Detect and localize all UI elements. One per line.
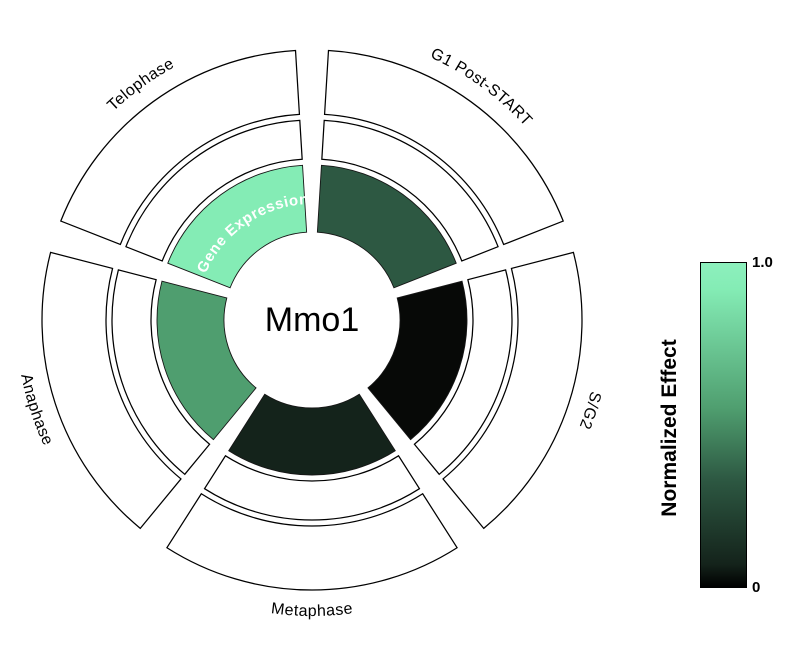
ring-segment: [228, 393, 396, 476]
ring-segment: [413, 269, 513, 476]
ring-segment: [321, 119, 499, 262]
sector-label: S/G2: [576, 390, 604, 432]
ring-segment: [316, 164, 457, 289]
ring-segment: [203, 454, 421, 521]
colorbar: Normalized Effect 1.0 0: [640, 250, 800, 610]
ring-segment: [367, 280, 468, 441]
ring-segment: [59, 49, 301, 246]
ring-segment: [167, 164, 308, 289]
ring-segment: [156, 280, 257, 441]
ring-segment: [166, 492, 458, 591]
colorbar-max-label: 1.0: [752, 254, 773, 271]
ring-segment: [125, 119, 303, 262]
ring-segment: [442, 251, 583, 530]
colorbar-title: Normalized Effect: [658, 339, 681, 517]
ring-segments: [41, 49, 583, 591]
sector-label: Metaphase: [270, 600, 354, 620]
ring-segment: [111, 269, 211, 476]
colorbar-min-label: 0: [752, 579, 761, 596]
gene-name-label: Mmo1: [265, 301, 359, 339]
ring-segment: [323, 49, 565, 246]
ring-segment: [41, 251, 182, 530]
colorbar-gradient: [700, 262, 747, 588]
